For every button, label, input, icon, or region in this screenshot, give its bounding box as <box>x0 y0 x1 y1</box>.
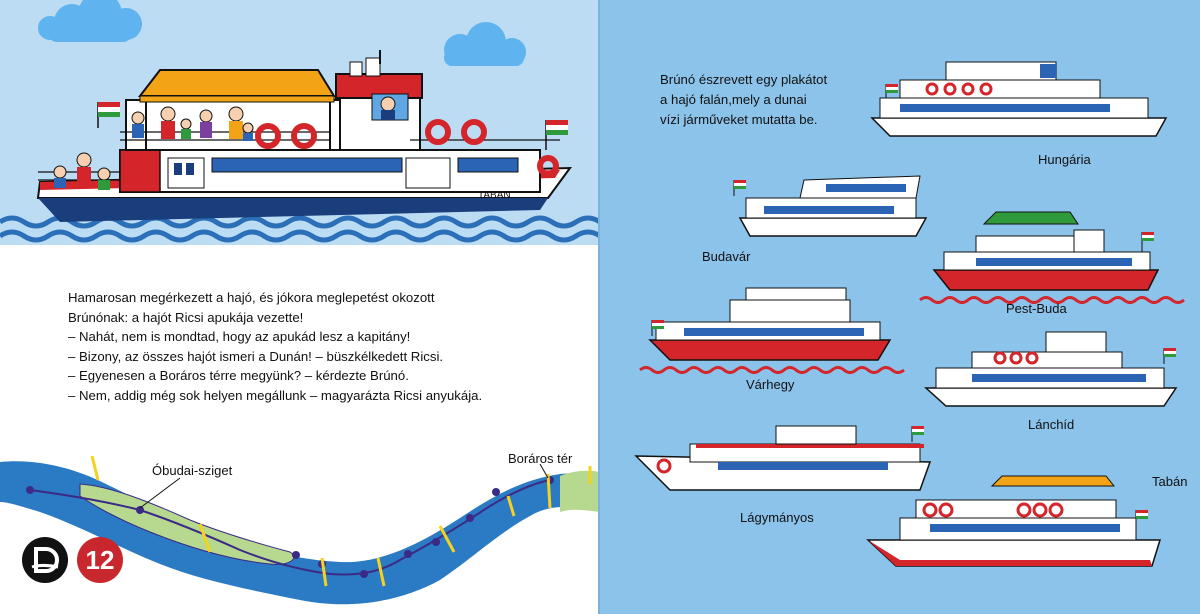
label-pest-buda: Pest-Buda <box>1006 301 1067 316</box>
boat-poster <box>634 61 1186 567</box>
boat-lanchid <box>924 331 1178 407</box>
life-rings <box>255 119 559 177</box>
story-line: – Bizony, az összes hajót ismeri a Dunán… <box>68 348 444 364</box>
boat-lagymanyos <box>634 425 932 491</box>
water-waves <box>0 215 600 243</box>
label-budavar: Budavár <box>702 249 751 264</box>
intro-line: Brúnó észrevett egy plakátot <box>660 72 828 87</box>
flag-icon <box>545 120 568 150</box>
page-number: 12 <box>77 537 123 583</box>
map-label-island: Óbudai-sziget <box>152 463 233 478</box>
boat-varhegy <box>638 287 906 374</box>
story-line: – Nem, addig még sok helyen megállunk – … <box>68 387 483 403</box>
story-line: Hamarosan megérkezett a hajó, és jókora … <box>68 290 435 305</box>
right-page: Brúnó észrevett egy plakátot a hajó falá… <box>600 0 1200 614</box>
boat-hungaria <box>870 61 1168 137</box>
boat-illustration: TABÁN <box>0 0 600 243</box>
river-map <box>0 455 600 605</box>
story-line: – Egyenesen a Boráros térre megyünk? – k… <box>68 368 409 384</box>
left-page: TABÁN <box>0 0 600 605</box>
story-line: – Nahát, nem is mondtad, hogy az apukád … <box>68 329 411 345</box>
boat-taban <box>866 475 1162 567</box>
label-taban: Tabán <box>1152 474 1188 489</box>
flag-icon <box>97 102 120 128</box>
label-lagymanyos: Lágymányos <box>740 510 814 525</box>
map-label-square: Boráros tér <box>508 451 573 466</box>
poster-intro-text: Brúnó észrevett egy plakátot a hajó falá… <box>660 70 860 130</box>
label-varhegy: Várhegy <box>746 377 795 392</box>
publisher-logo <box>22 537 68 583</box>
story-text: Hamarosan megérkezett a hajó, és jókora … <box>68 288 538 406</box>
label-lanchid: Lánchíd <box>1028 417 1075 432</box>
cloud <box>38 0 142 42</box>
intro-line: vízi járműveket mutatta be. <box>660 112 818 127</box>
passengers <box>53 96 396 190</box>
cloud <box>444 22 526 66</box>
boat-budavar <box>733 175 928 237</box>
intro-line: a hajó falán,mely a dunai <box>660 92 807 107</box>
story-line: Brúnónak: a hajót Ricsi apukája vezette! <box>68 309 304 325</box>
label-hungaria: Hungária <box>1038 152 1091 167</box>
boat-pest-buda <box>918 211 1186 304</box>
